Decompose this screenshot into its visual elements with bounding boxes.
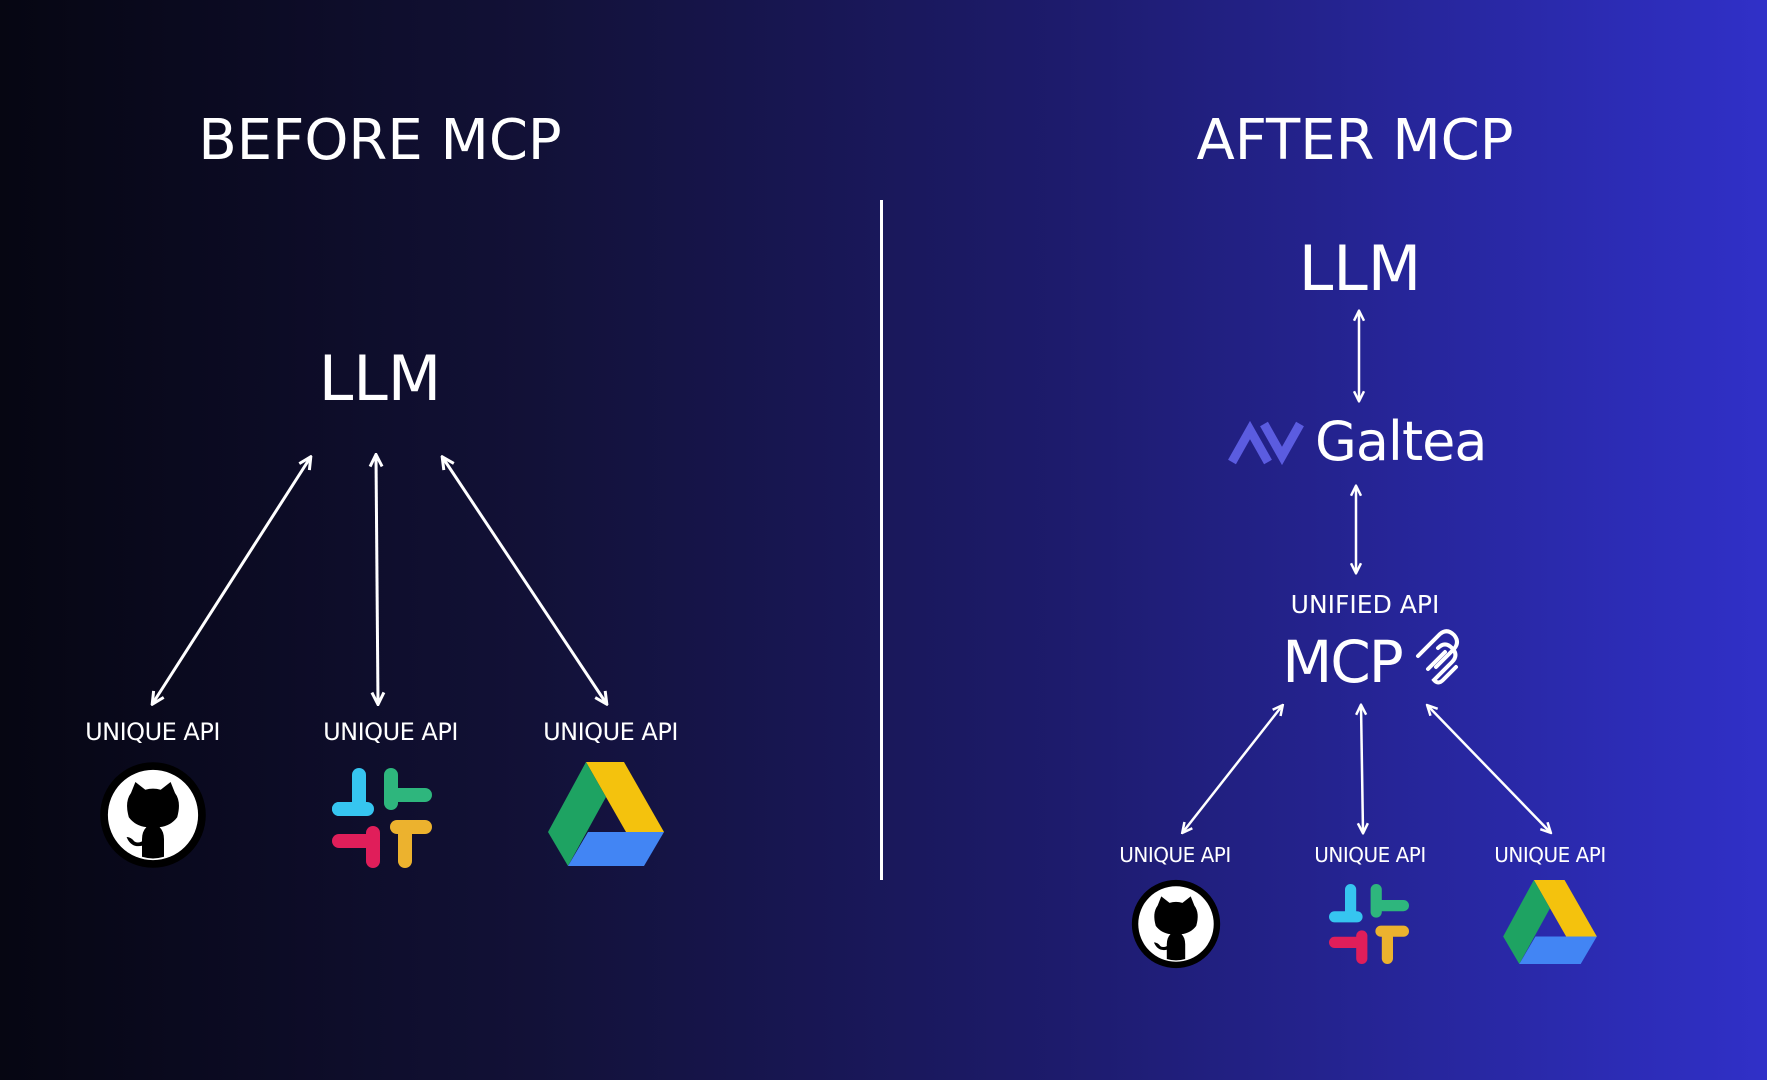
after-api-label-drive: UNIQUE API xyxy=(1494,843,1606,867)
slack-icon xyxy=(1329,884,1409,964)
slack-icon xyxy=(332,768,432,868)
unified-api-label: UNIFIED API xyxy=(1290,590,1440,619)
before-api-label-slack: UNIQUE API xyxy=(323,718,458,746)
before-api-label-drive: UNIQUE API xyxy=(543,718,678,746)
after-arrow-slack xyxy=(1361,706,1363,832)
after-llm-label: LLM xyxy=(1298,232,1422,305)
before-title: BEFORE MCP xyxy=(198,108,562,173)
galtea-logo-icon xyxy=(1228,420,1308,466)
before-llm-label: LLM xyxy=(318,342,442,415)
mcp-logo-icon xyxy=(1412,628,1472,688)
before-arrow-github xyxy=(153,458,310,703)
google-drive-icon xyxy=(1503,880,1597,964)
google-drive-icon xyxy=(548,762,664,866)
before-api-label-github: UNIQUE API xyxy=(85,718,220,746)
after-arrow-drive xyxy=(1428,706,1550,832)
before-arrow-slack xyxy=(376,456,378,703)
before-arrow-drive xyxy=(443,458,606,703)
after-title: AFTER MCP xyxy=(1196,108,1514,173)
galtea-brand-name: Galtea xyxy=(1315,410,1487,473)
after-arrow-github xyxy=(1183,706,1282,832)
after-api-label-slack: UNIQUE API xyxy=(1314,843,1426,867)
after-api-label-github: UNIQUE API xyxy=(1119,843,1231,867)
github-icon xyxy=(98,760,208,870)
divider-line xyxy=(880,200,883,880)
mcp-label: MCP xyxy=(1282,628,1404,696)
github-icon xyxy=(1130,878,1222,970)
